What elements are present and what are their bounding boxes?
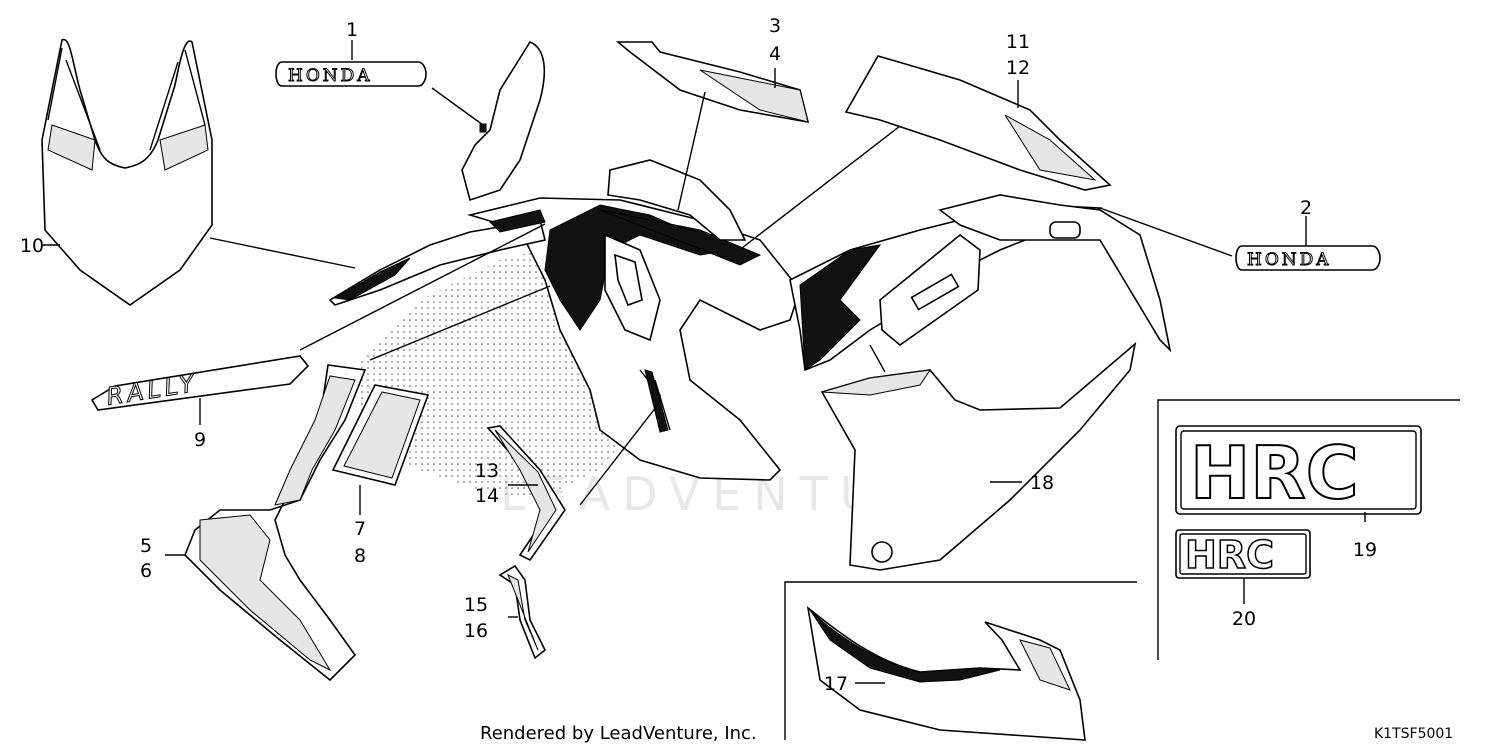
part-17-rear-side-stripe[interactable] [806,606,1086,741]
leader-lines [42,40,1366,684]
callout-10: 10 [20,235,44,257]
callout-20: 20 [1232,608,1256,630]
hrc-large-text: HRC [1190,431,1359,515]
callout-2: 2 [1300,197,1312,219]
part-20-hrc-small-emblem[interactable]: HRC [1175,529,1311,579]
callout-4: 4 [769,43,781,65]
callout-14: 14 [475,485,499,507]
part-18-side-cover[interactable] [820,341,1137,571]
callout-1: 1 [346,19,358,41]
part-2-honda-emblem[interactable]: HONDA [1235,245,1381,271]
callout-6: 6 [140,560,152,582]
honda-text-2: HONDA [1247,250,1332,270]
callout-19: 19 [1353,539,1377,561]
part-13-14-strip[interactable] [486,425,566,562]
part-19-hrc-large-emblem[interactable]: HRC [1175,425,1422,516]
callout-7: 7 [354,518,366,540]
callout-13: 13 [475,460,499,482]
callout-12: 12 [1006,57,1030,79]
callout-11: 11 [1006,31,1030,53]
callout-3: 3 [769,15,781,37]
part-3-4-tank-stripe[interactable] [615,41,810,124]
hrc-group-box [1157,399,1460,660]
hrc-small-text: HRC [1185,533,1274,577]
callout-16: 16 [464,620,488,642]
part-10-seat-cowl-stripe[interactable] [41,38,213,306]
callout-5: 5 [140,535,152,557]
tank-side-panel [461,41,546,202]
callout-18: 18 [1030,472,1054,494]
part-5-6-shroud-panel[interactable] [184,364,367,682]
rear-frame-assembly [789,194,1172,372]
callout-15: 15 [464,594,488,616]
diagram-code: K1TSF5001 [1374,726,1453,742]
rally-text: RALLY [105,369,200,411]
footer-credit: Rendered by LeadVenture, Inc. [480,723,757,744]
part-15-16-strip[interactable] [498,564,547,660]
rear-stripe-box [784,581,1137,740]
honda-text-1: HONDA [288,66,373,86]
callout-9: 9 [194,429,206,451]
part-7-8-panel[interactable] [331,384,430,486]
callout-8: 8 [354,545,366,567]
callout-17: 17 [824,673,848,695]
center-shroud-assembly [360,159,801,500]
part-11-12-side-stripe[interactable] [844,55,1112,191]
part-1-honda-emblem[interactable]: HONDA [275,61,427,87]
shroud-front-stripe [328,209,546,306]
